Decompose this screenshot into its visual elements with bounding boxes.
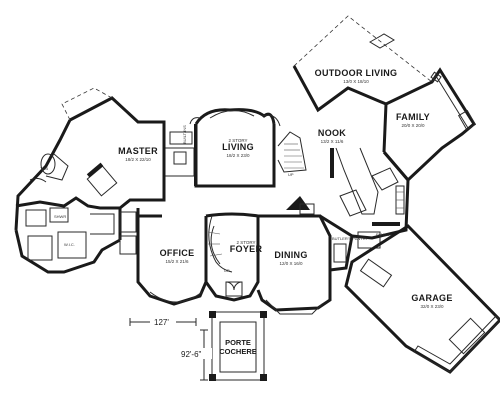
porte-cochere-label-line1: PORTE: [225, 338, 251, 347]
porte-cochere: [209, 311, 267, 381]
foyer-up-label: UP: [224, 268, 230, 273]
nook-kitchen-walls: [292, 65, 410, 240]
width-dimension: 127': [129, 316, 197, 327]
dining-label: DINING: [274, 250, 307, 260]
garage-walls: [344, 224, 500, 374]
outdoor-living-size: 13/0 X 18/10: [343, 79, 369, 84]
living-room-walls: [163, 108, 281, 188]
office-size: 15/2 X 21/6: [165, 259, 189, 264]
butlers-pantry-walls: BUTLER'S PANTRY PANTRY: [319, 214, 392, 272]
room-labels: OUTDOOR LIVING 13/0 X 18/10 FAMILY 20/0 …: [118, 68, 452, 356]
foyer-height: 2 STORY: [236, 240, 255, 245]
width-dimension-label: 127': [154, 318, 169, 327]
outdoor-living-label: OUTDOOR LIVING: [315, 68, 398, 78]
nook-size: 13/2 X 11/6: [321, 139, 344, 144]
master-label: MASTER: [118, 146, 158, 156]
pantry-label: PANTRY: [376, 232, 392, 237]
depth-dimension: 92'-6": [180, 329, 212, 381]
depth-dimension-label: 92'-6": [181, 350, 202, 359]
living-height: 2 STORY: [228, 138, 247, 143]
built-ins-label: BUILT-INS: [182, 125, 187, 144]
family-room-walls: [382, 67, 477, 183]
rear-stair-up-label: UP: [288, 172, 294, 177]
rear-stair: [277, 131, 307, 173]
dining-walls: [256, 196, 332, 315]
master-bath-walls: SHWR W.I.C.: [14, 196, 122, 274]
dining-size: 12/0 X 16/0: [279, 261, 303, 266]
master-suite-walls: TUB: [14, 87, 166, 231]
shower-label: SHWR: [54, 214, 66, 219]
porte-cochere-label-line2: COCHERE: [219, 347, 257, 356]
tub-label: TUB: [40, 166, 48, 171]
nook-label: NOOK: [318, 128, 346, 138]
garage-size: 32/0 X 23/0: [420, 304, 444, 309]
closet-label: W.I.C.: [64, 242, 75, 247]
foyer-walls: UP: [204, 212, 260, 302]
butlers-pantry-label: BUTLER'S PANTRY: [332, 236, 369, 241]
garage-label: GARAGE: [411, 293, 452, 303]
master-size: 18/2 X 22/10: [125, 157, 151, 162]
foyer-label: FOYER: [230, 244, 263, 254]
family-label: FAMILY: [396, 112, 430, 122]
living-size: 18/2 X 23/0: [226, 153, 250, 158]
living-label: LIVING: [222, 142, 254, 152]
family-size: 20/0 X 20/0: [401, 123, 425, 128]
office-label: OFFICE: [160, 248, 195, 258]
